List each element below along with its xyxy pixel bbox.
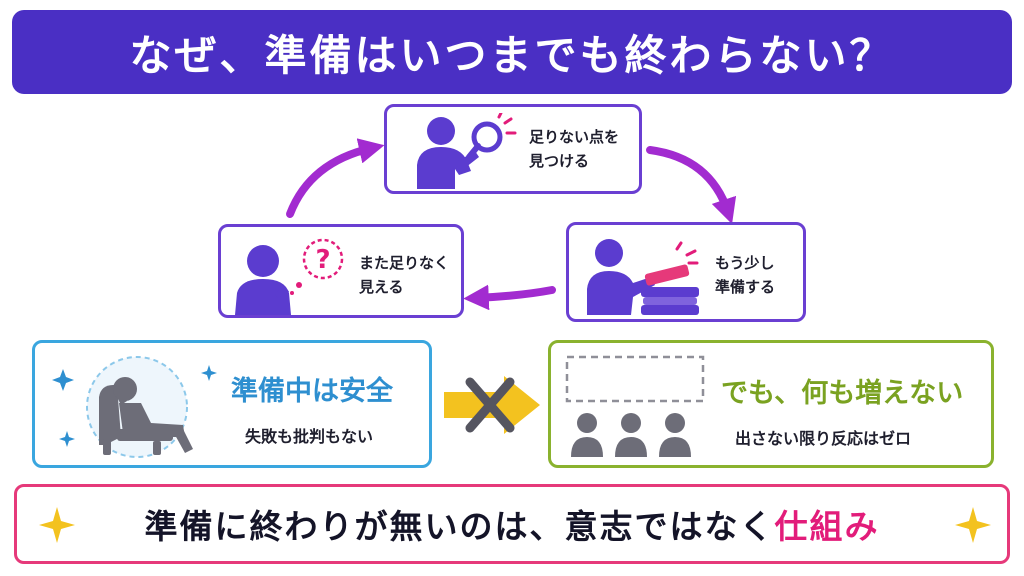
title-banner: なぜ、準備はいつまでも終わらない？ xyxy=(12,10,1012,94)
safe-headline: 準備中は安全 xyxy=(231,376,393,407)
again-line-1: また足りなく xyxy=(359,254,450,272)
cycle-card-find-label: 足りない点を 見つける xyxy=(529,125,619,173)
conclusion-text: 準備に終わりが無いのは、意志ではなく仕組み xyxy=(145,500,880,548)
blocked-arrow-icon xyxy=(444,376,540,434)
prepare-line-1: もう少し xyxy=(715,254,775,272)
sparkle-icon xyxy=(955,507,991,543)
find-line-1: 足りない点を xyxy=(529,128,620,146)
relaxing-person-icon xyxy=(52,356,217,458)
audience-icon xyxy=(565,355,705,457)
arrow-again-to-find xyxy=(286,138,385,218)
safe-subtext: 失敗も批判もない xyxy=(245,427,374,446)
safe-panel: 準備中は安全 失敗も批判もない xyxy=(32,340,432,468)
arrow-find-to-prepare xyxy=(646,146,737,225)
page-title: なぜ、準備はいつまでも終わらない？ xyxy=(129,30,895,80)
sparkle-icon xyxy=(39,507,75,543)
cycle-card-find: 足りない点を 見つける xyxy=(384,104,642,194)
result-headline: でも、何も増えない xyxy=(721,378,964,409)
question-bubble-icon: ? xyxy=(235,238,344,315)
conclusion-main: 準備に終わりが無いのは、意志ではなく xyxy=(144,507,775,546)
cycle-card-prepare-label: もう少し 準備する xyxy=(715,251,775,299)
result-panel: でも、何も増えない 出さない限り反応はゼロ xyxy=(548,340,994,468)
sparkle-icon xyxy=(52,365,217,447)
find-line-2: 見つける xyxy=(529,152,590,170)
result-subtext: 出さない限り反応はゼロ xyxy=(735,429,912,448)
arrow-prepare-to-again xyxy=(463,284,556,311)
magnifier-icon xyxy=(417,113,517,189)
prepare-line-2: 準備する xyxy=(715,278,776,296)
cycle-card-prepare: もう少し 準備する xyxy=(566,222,806,322)
cycle-card-again: ? また足りなく 見える xyxy=(218,224,464,318)
cycle-card-again-label: また足りなく 見える xyxy=(359,251,449,299)
svg-text:?: ? xyxy=(315,245,330,275)
conclusion-banner: 準備に終わりが無いのは、意志ではなく仕組み xyxy=(14,484,1010,564)
conclusion-accent: 仕組み xyxy=(774,507,880,546)
again-line-2: 見える xyxy=(359,278,404,296)
book-stack-icon xyxy=(587,239,699,315)
